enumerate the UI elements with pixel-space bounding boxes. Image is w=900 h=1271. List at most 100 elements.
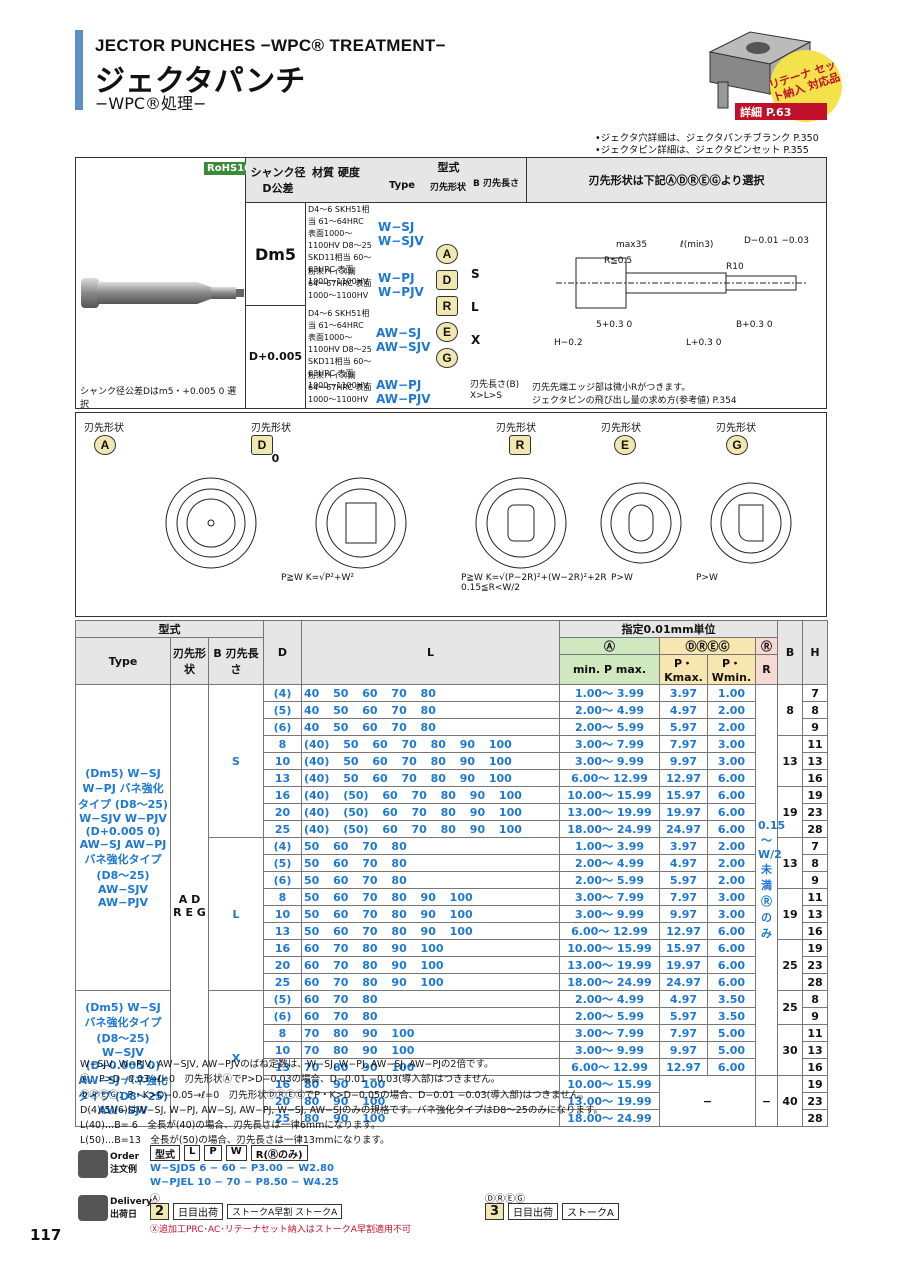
detail-link[interactable]: 詳細 P.63 — [735, 103, 827, 120]
blen-X[interactable]: X — [471, 333, 481, 347]
header-accent-bar — [75, 30, 83, 110]
footnotes: W−SJV, W−PJV, AW−SJV, AW−PJVのばね定数は、W−SJ,… — [80, 1057, 603, 1149]
shape-G-icon[interactable]: G — [436, 348, 458, 368]
cell-a: 3.00〜 9.99 — [559, 905, 660, 923]
shape-A-icon[interactable]: A — [436, 244, 458, 264]
shape-D-badge: D — [251, 435, 273, 455]
cell-b: 13 — [777, 735, 804, 787]
dim-b: B+0.3 0 — [736, 320, 773, 330]
cell-pw: 2.00 — [707, 837, 756, 855]
cell-d: (4) — [263, 684, 302, 702]
cell-a: 13.00〜 19.99 — [559, 803, 660, 821]
blen-note: 刃先長さ(B) X>L>S — [470, 380, 520, 401]
cell-d: (6) — [263, 718, 302, 736]
th-r: Ⓡ — [754, 637, 779, 655]
note-2: Ⓐ：P>D−0.03→ℓ=0 刃先形状ⒶでP>D−0.03の場合、D−0.01 … — [80, 1074, 501, 1086]
delivery-dreg: 3 日目出荷 ストークA — [485, 1203, 619, 1220]
th-b: B — [777, 620, 804, 685]
col-blen: B 刃先長さ — [473, 179, 519, 189]
shape-R-icon[interactable]: R — [436, 296, 458, 316]
th-h: H — [802, 620, 829, 685]
shape-E-icon[interactable]: E — [436, 322, 458, 342]
blen-list: S L X — [471, 258, 480, 357]
delivery-a: 2 日目出荷 ストークA早割 ストークA — [150, 1203, 343, 1220]
cell-a: 2.00〜 4.99 — [559, 854, 660, 872]
cell-a: 2.00〜 5.99 — [559, 871, 660, 889]
cell-a: 2.00〜 4.99 — [559, 701, 660, 719]
cell-pw: 6.00 — [707, 786, 756, 804]
blen-L[interactable]: L — [471, 300, 479, 314]
table-row: (Dm5) W−SJ バネ強化タイプ (D8〜25) W−SJV (D+0.00… — [75, 990, 829, 1127]
dimension-table: 型式 D L 指定0.01mm単位 B H Type 刃先形状 B 刃先長さ Ⓐ… — [75, 620, 829, 1127]
shape-G-formula: P>W — [696, 573, 718, 583]
cell-d: 10 — [263, 905, 302, 923]
shape-G-drawing — [710, 482, 792, 564]
cell-h: 28 — [802, 820, 829, 838]
rohs-badge: RoHS10 — [204, 162, 255, 175]
cell-l: 60 70 80 90 100 — [301, 956, 560, 974]
drawing-note-2[interactable]: ジェクタピンの飛び出し量の求め方(参考値) P.354 — [532, 396, 737, 406]
cell-l: 60 70 80 — [301, 990, 560, 1008]
ref-hole[interactable]: •ジェクタ穴詳細は、ジェクタパンチブランク P.350 — [595, 133, 819, 144]
shape-D-icon[interactable]: D — [436, 270, 458, 290]
dim-h: H−0.2 — [554, 338, 583, 348]
order-col-p: P — [204, 1145, 222, 1161]
cell-dash: − — [659, 1075, 756, 1127]
order-icon — [78, 1150, 108, 1178]
th-pw: P・Wmin. — [707, 654, 756, 685]
shape-R-badge: R — [509, 435, 531, 455]
dim-5: 5+0.3 0 — [596, 320, 633, 330]
shape-label-A: 刃先形状 — [84, 423, 124, 434]
shapes-section: 刃先形状 A 刃先形状 D P≧W K=√P²+W² 刃先形状 R P≧W K=… — [75, 412, 827, 617]
cell-a: 13.00〜 19.99 — [559, 956, 660, 974]
type-cell-1: (Dm5) W−SJ W−PJ バネ強化タイプ (D8〜25) W−SJV W−… — [75, 684, 171, 991]
cell-l: 70 80 90 100 — [301, 1041, 560, 1059]
cell-pk: 15.97 — [659, 939, 708, 957]
cell-a: 18.00〜 24.99 — [559, 820, 660, 838]
cell-pk: 19.97 — [659, 803, 708, 821]
cell-h: 23 — [802, 956, 829, 974]
delivery-a-days: 2 — [150, 1203, 170, 1220]
cell-h: 19 — [802, 1075, 829, 1093]
blen-S[interactable]: S — [471, 267, 480, 281]
cell-pw: 6.00 — [707, 956, 756, 974]
cell-l: 40 50 60 70 80 — [301, 718, 560, 736]
cell-l: 50 60 70 80 90 100 — [301, 888, 560, 906]
cell-pw: 2.00 — [707, 871, 756, 889]
cell-h: 8 — [802, 854, 829, 872]
cell-l: 40 50 60 70 80 — [301, 701, 560, 719]
cell-h: 13 — [802, 1041, 829, 1059]
cell-l: (40) 50 60 70 80 90 100 — [301, 769, 560, 787]
drawing-note-1: 刃先先端エッジ部は微小Rがつきます。 — [532, 383, 691, 393]
shape-E-formula: P>W — [611, 573, 633, 583]
cell-pw: 6.00 — [707, 1058, 756, 1076]
cell-pk: 15.97 — [659, 786, 708, 804]
cell-pk: 4.97 — [659, 990, 708, 1008]
dim-r10: R10 — [726, 262, 744, 272]
material-2: 粉末ハイス鋼 64〜67HRC 表面1000〜1100HV — [308, 267, 372, 300]
cell-b: 40 — [777, 1075, 804, 1127]
ref-pin[interactable]: •ジェクタピン詳細は、ジェクタピンセット P.355 — [595, 145, 809, 156]
cell-pk: 3.97 — [659, 837, 708, 855]
cell-l: 70 80 90 100 — [301, 1024, 560, 1042]
cell-pk: 3.97 — [659, 684, 708, 702]
th-type2: Type — [75, 637, 171, 685]
cell-a: 6.00〜 12.99 — [559, 922, 660, 940]
cell-pw: 3.00 — [707, 888, 756, 906]
shape-E-drawing — [600, 482, 682, 564]
shape-A-drawing — [165, 477, 257, 569]
order-col-type: 型式 — [150, 1145, 180, 1161]
delivery-note: Ⓧ追加工PRC･AC･リテーナセット納入はストークA早割適用不可 — [150, 1225, 411, 1235]
cell-d: (5) — [263, 990, 302, 1008]
order-col-w: W — [225, 1145, 247, 1161]
cell-l: (40) (50) 60 70 80 90 100 — [301, 803, 560, 821]
cell-a: 6.00〜 12.99 — [559, 769, 660, 787]
